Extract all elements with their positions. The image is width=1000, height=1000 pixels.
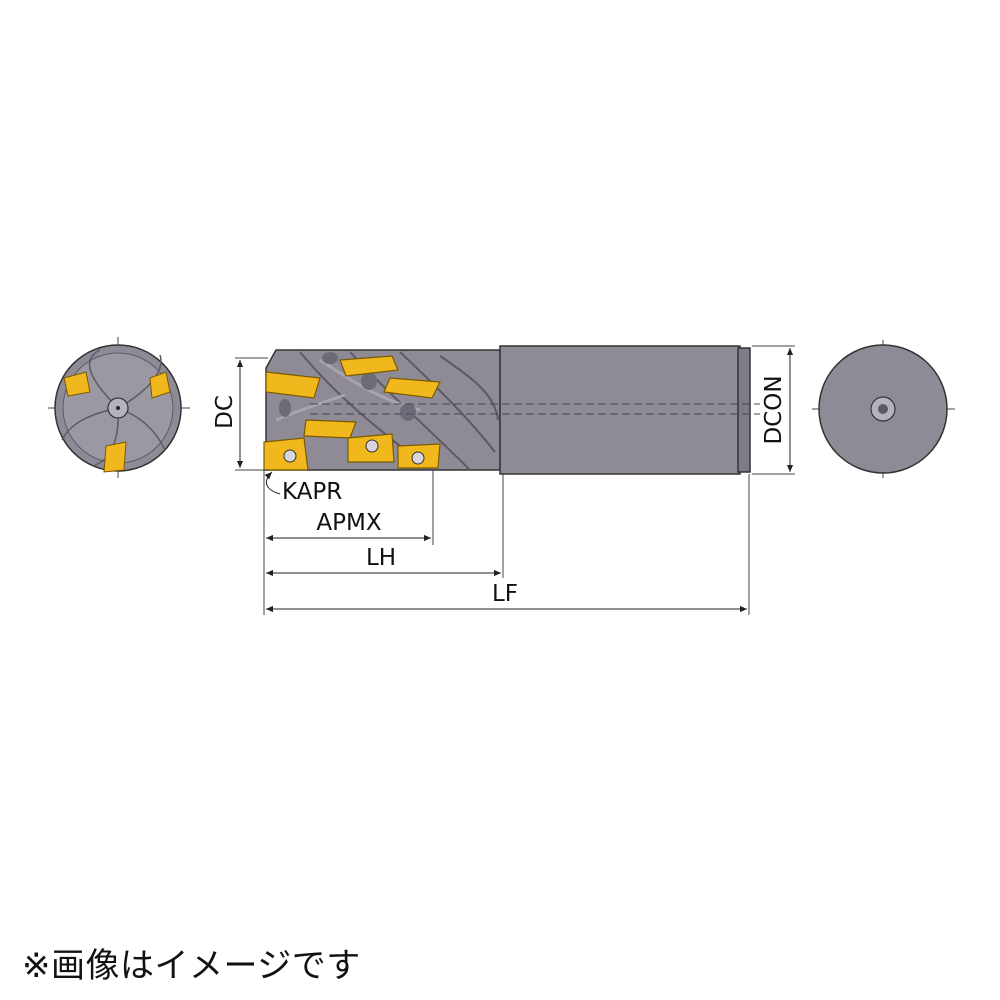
dimension-lf: LF xyxy=(266,581,747,613)
dimension-kapr: KAPR xyxy=(264,471,342,505)
dc-label: DC xyxy=(212,395,238,429)
dimension-dcon: DCON xyxy=(752,345,795,475)
image-disclaimer-note: ※画像はイメージです xyxy=(22,946,361,986)
cutter-end-view xyxy=(48,337,190,478)
dimension-dc: DC xyxy=(212,357,268,471)
apmx-label: APMX xyxy=(316,510,381,536)
lf-label: LF xyxy=(492,581,518,607)
lh-label: LH xyxy=(366,545,396,571)
dcon-label: DCON xyxy=(761,375,787,444)
cutter-side-view xyxy=(263,345,760,475)
kapr-label: KAPR xyxy=(282,479,342,505)
dimension-lh: LH xyxy=(266,545,501,577)
dimension-apmx: APMX xyxy=(266,510,431,542)
shank-end-view xyxy=(812,340,955,478)
